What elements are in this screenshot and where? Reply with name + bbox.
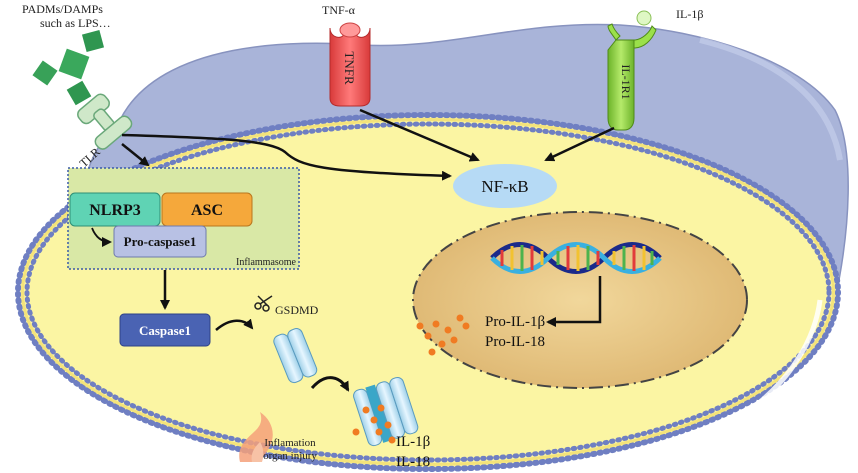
cytokine-particle-icon (384, 421, 392, 429)
inflammation-label-line1: Inflamation (264, 437, 316, 449)
tnfr-receptor: TNFR (329, 22, 371, 107)
caspase1-label: Caspase1 (139, 323, 191, 338)
il1r1-label: IL-1R1 (619, 64, 633, 99)
tnfr-label: TNFR (342, 51, 357, 85)
cytokine-particle-icon (377, 404, 385, 412)
flame-icon (239, 412, 273, 462)
gsdmd-fragments (273, 328, 318, 384)
pamp-particle-icon (58, 48, 90, 80)
tlr-to-nfkb-arrow (121, 133, 452, 181)
pamp-particle-icon (32, 60, 58, 86)
cytokine-particle-icon (375, 428, 383, 436)
pro-il1b-label: Pro-IL-1β (485, 314, 545, 330)
pro-il18-label: Pro-IL-18 (485, 334, 545, 350)
pro-caspase1-node (113, 225, 207, 258)
cytokine-particle-icon (352, 428, 360, 436)
released-il18-label: IL-18 (396, 454, 430, 470)
pro-caspase1-label: Pro-caspase1 (124, 234, 197, 249)
cytokine-particle-icon (370, 416, 378, 424)
il1b-ligand-label: IL-1β (676, 7, 703, 21)
pamp-particle-icon (66, 80, 92, 106)
nlrp3-to-pro-caspase1-arrow (91, 227, 112, 247)
cytokine-particle-icon (362, 406, 370, 414)
gsdmd-label: GSDMD (275, 303, 319, 317)
gsdmd-pore (352, 376, 419, 447)
cytokine-particle-icon (388, 436, 396, 444)
tnf-alpha-label: TNF-α (322, 3, 356, 17)
asc-node (161, 192, 253, 227)
dna-helix-icon (490, 242, 662, 274)
nlrp3-label: NLRP3 (89, 202, 141, 219)
pamps-label-line2: such as LPS… (40, 16, 111, 30)
released-il1b-label: IL-1β (396, 434, 430, 450)
il1r1-to-nfkb-arrow (544, 126, 615, 162)
tlr-to-inflammasome-arrow (121, 143, 150, 167)
nfkb-label: NF-κB (481, 177, 528, 196)
gsdmd-to-pore-arrow (310, 376, 350, 392)
inflammasome-label: Inflammasome (236, 257, 297, 268)
inflammation-label-line2: organ injury (263, 450, 317, 462)
cell-membrane-outer (15, 112, 841, 472)
asc-label: ASC (191, 202, 223, 219)
tlr-receptor (77, 93, 133, 150)
nucleus (412, 211, 748, 389)
scissors-icon (254, 295, 273, 312)
membrane-core (21, 118, 835, 466)
pamps-label-line1: PADMs/DAMPs (22, 2, 103, 16)
cell-membrane-inner (24, 121, 832, 463)
pro-cytokine-particles (416, 314, 470, 356)
nfkb-node (453, 164, 557, 208)
cell-body-highlight (699, 37, 843, 161)
tnfr-to-nfkb-arrow (359, 108, 480, 162)
il1b-ligand-icon (636, 10, 652, 26)
dna-to-pro-cytokines-arrow (546, 276, 602, 327)
cytoplasm-highlight (748, 299, 823, 412)
caspase1-to-gsdmd-arrow (215, 318, 254, 331)
il1r1-receptor: IL-1R1 (607, 10, 657, 131)
pamp-particle-icon (81, 29, 105, 53)
nlrp3-node (69, 192, 161, 227)
caspase1-node (119, 313, 211, 347)
